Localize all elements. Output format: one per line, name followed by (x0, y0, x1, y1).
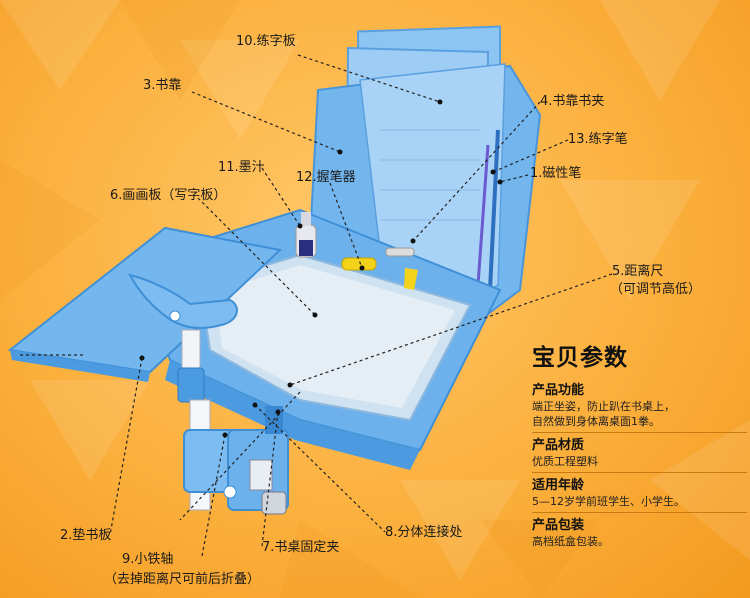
spec-text-age: 5—12岁学前班学生、小学生。 (532, 494, 747, 513)
label-ink: 11.墨汁 (218, 160, 265, 175)
spec-text-function: 端正坐姿，防止趴在书桌上， 自然做到身体离桌面1拳。 (532, 399, 747, 433)
split-joint (265, 406, 283, 434)
label-book-pad: 2.垫书板 (60, 528, 112, 543)
spec-heading-age: 适用年龄 (532, 478, 585, 493)
label-iron-shaft-note: （去掉距离尺可前后折叠） (104, 572, 261, 587)
label-split-joint: 8.分体连接处 (385, 525, 463, 540)
label-magnetic-pen: 1.磁性笔 (530, 166, 582, 181)
spec-title: 宝贝参数 (532, 345, 628, 371)
label-book-rest: 3.书靠 (143, 78, 182, 93)
label-book-rest-clip: 4.书靠书夹 (540, 94, 605, 109)
label-distance-ruler-note: （可调节高低） (610, 282, 702, 297)
spec-heading-function: 产品功能 (532, 383, 585, 398)
label-practice-pen: 13.练字笔 (568, 132, 628, 147)
label-desk-clamp: 7.书桌固定夹 (262, 540, 340, 555)
spec-heading-package: 产品包装 (532, 518, 585, 533)
spec-panel: 宝贝参数 产品功能 端正坐姿，防止趴在书桌上， 自然做到身体离桌面1拳。 产品材… (532, 338, 747, 556)
spec-line: 自然做到身体离桌面1拳。 (532, 415, 660, 428)
spec-line: 优质工程塑料 (532, 455, 598, 468)
spec-text-package: 高档纸盒包装。 (532, 534, 747, 552)
label-drawing-board: 6.画画板（写字板） (110, 188, 227, 203)
spec-text-material: 优质工程塑料 (532, 454, 747, 473)
label-distance-ruler: 5.距离尺 (612, 264, 664, 279)
label-iron-shaft: 9.小铁轴 (122, 552, 174, 567)
label-practice-board: 10.练字板 (236, 34, 296, 49)
spec-heading-material: 产品材质 (532, 438, 585, 453)
label-pen-grip: 12.握笔器 (296, 170, 356, 185)
spec-line: 高档纸盒包装。 (532, 535, 609, 548)
spec-line: 端正坐姿，防止趴在书桌上， (532, 400, 675, 413)
spec-line: 5—12岁学前班学生、小学生。 (532, 495, 685, 508)
